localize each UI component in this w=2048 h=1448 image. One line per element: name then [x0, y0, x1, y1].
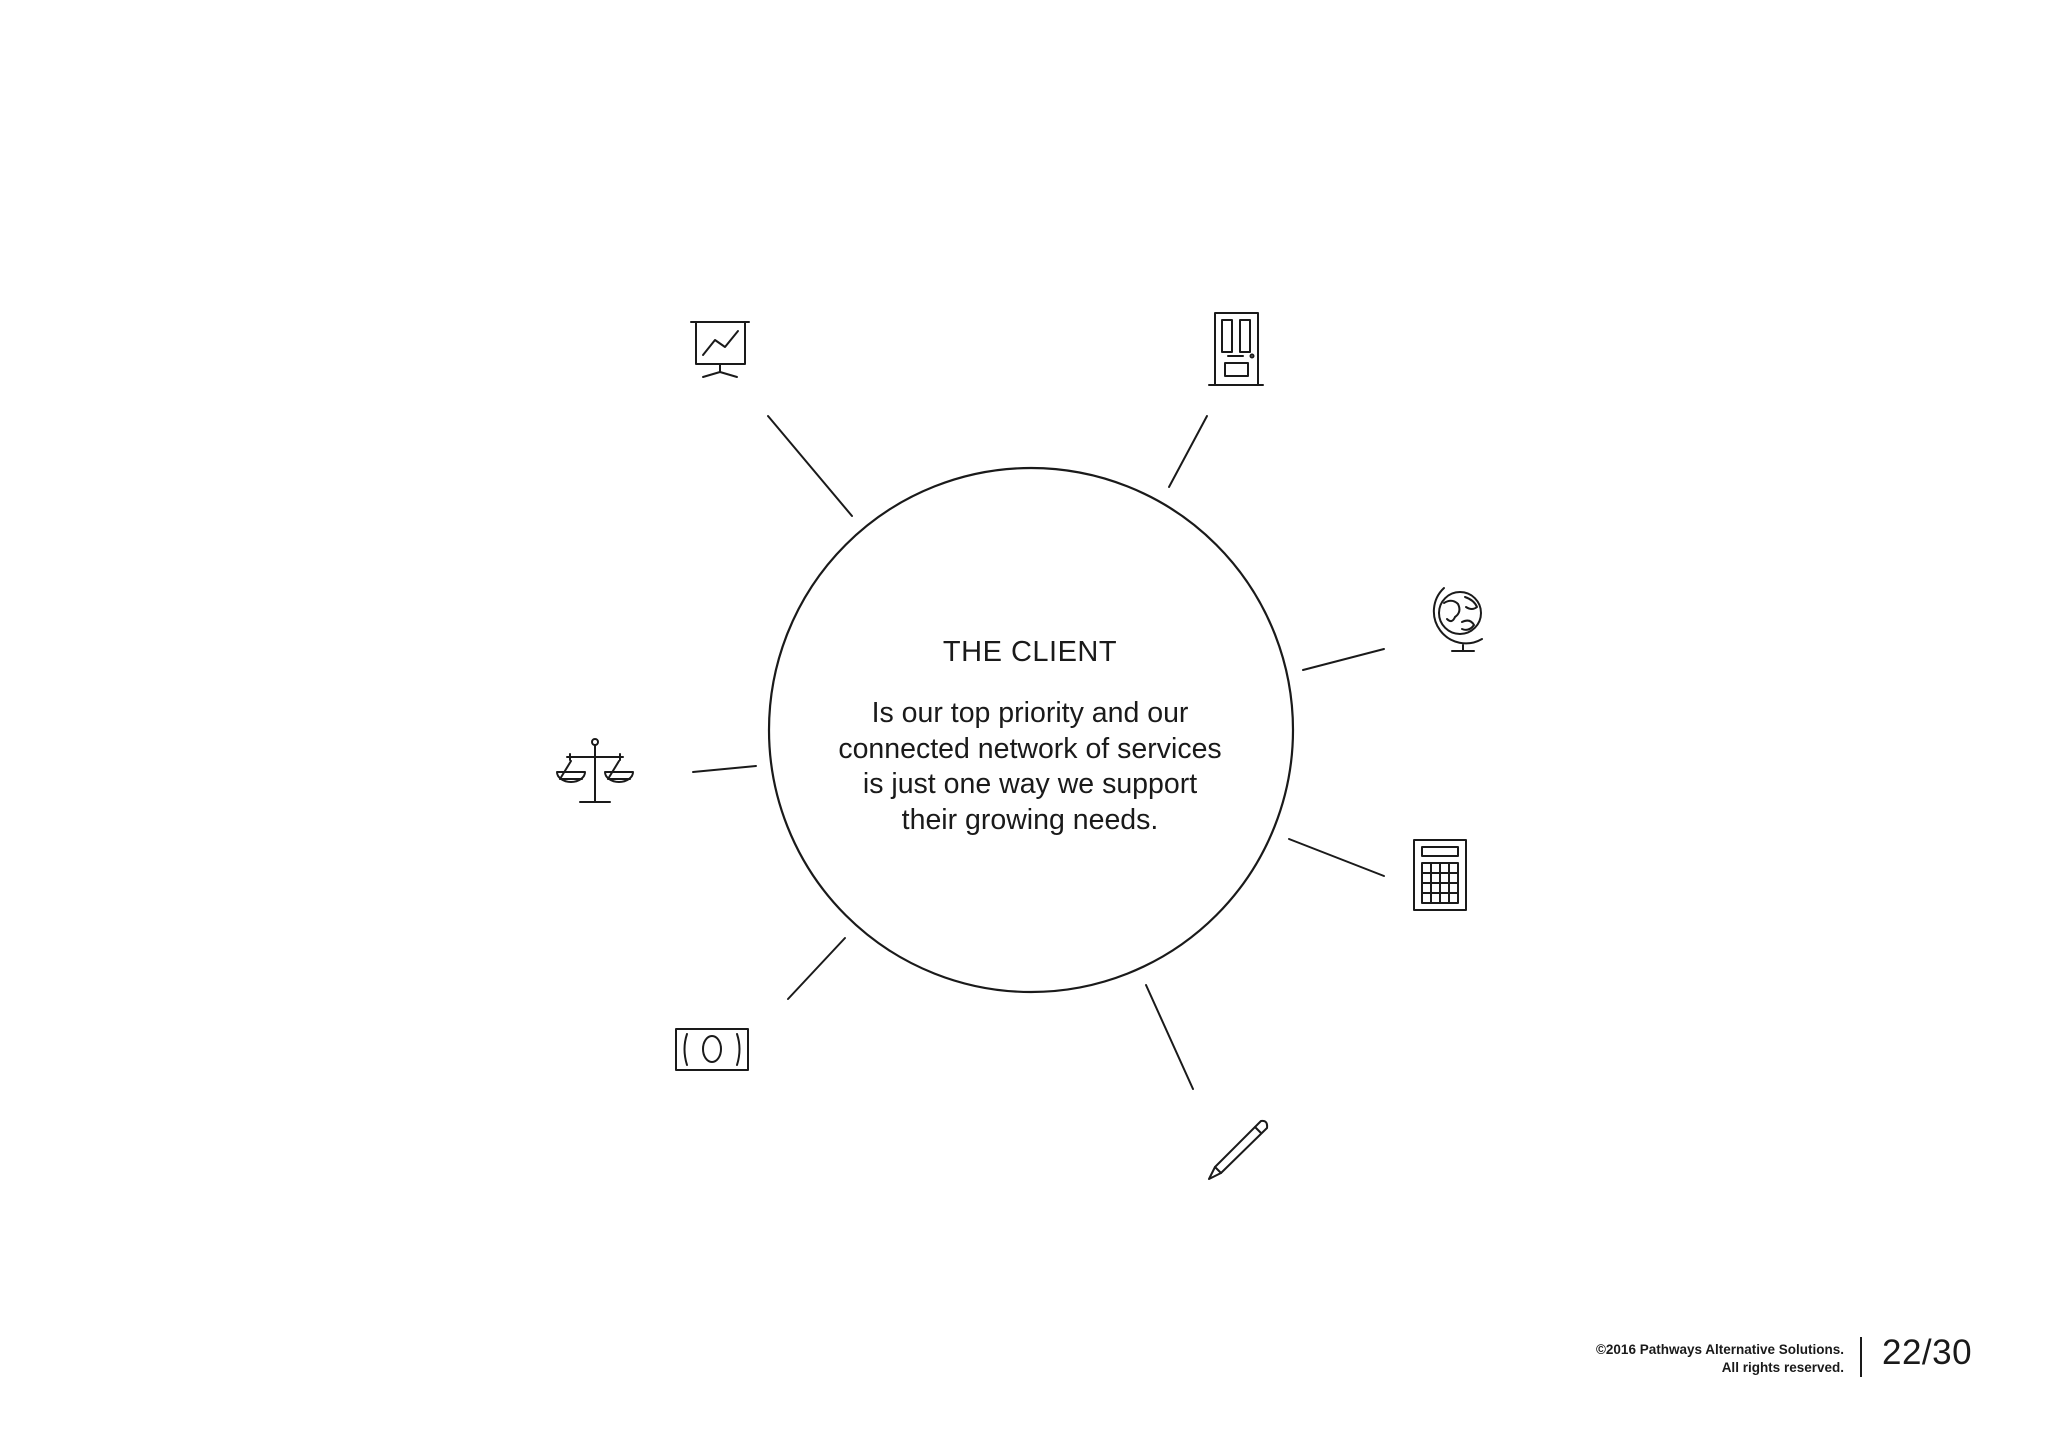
center-description-line: their growing needs. [901, 803, 1159, 836]
center-description-line: connected network of services [838, 732, 1222, 765]
spoke-scales [692, 765, 757, 773]
footer-divider [1860, 1337, 1862, 1377]
page-number: 22/30 [1882, 1333, 1973, 1372]
spoke-pencil [1145, 984, 1194, 1090]
copyright-line: ©2016 Pathways Alternative Solutions. [1595, 1342, 1844, 1357]
client-circle [767, 466, 1295, 994]
footer-copyright: ©2016 Pathways Alternative Solutions. Al… [1484, 1341, 1844, 1377]
rights-line: All rights reserved. [1721, 1360, 1844, 1375]
spoke-door [1168, 415, 1208, 488]
center-description: Is our top priority and our connected ne… [770, 696, 1290, 838]
money-bill-icon [675, 1028, 749, 1071]
center-title: THE CLIENT [942, 636, 1118, 668]
center-description-line: Is our top priority and our [871, 697, 1189, 729]
globe-icon [1432, 587, 1483, 652]
spoke-globe [1302, 648, 1385, 671]
calculator-icon [1413, 839, 1467, 911]
presentation-chart-icon [690, 321, 750, 378]
pencil-icon [1208, 1119, 1269, 1180]
door-icon [1208, 312, 1264, 386]
center-description-line: is just one way we support [862, 768, 1198, 800]
spoke-presentation [767, 415, 853, 517]
spoke-money [787, 937, 846, 1000]
spoke-calculator [1288, 838, 1385, 877]
scales-icon [556, 738, 634, 803]
